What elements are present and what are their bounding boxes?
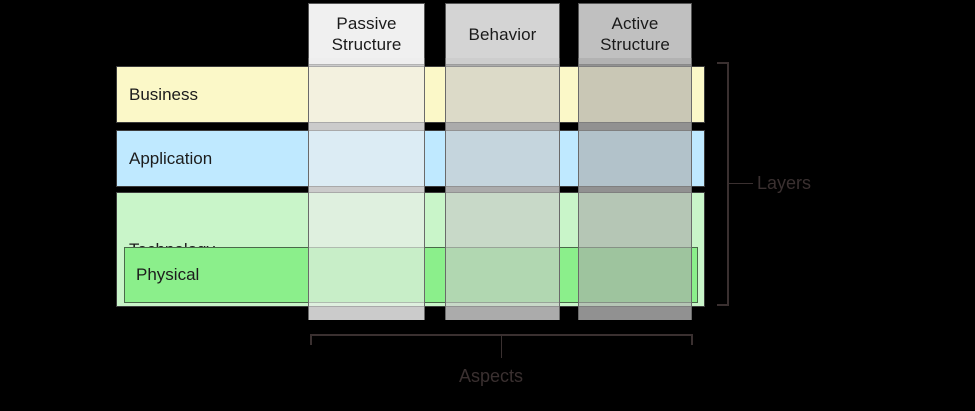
column-header-line1: Active [611,14,659,33]
column-header-line2: Structure [331,35,402,54]
aspects-bracket-right-arm [691,334,693,345]
aspect-band-overlay-passive-structure [308,58,425,320]
aspects-bracket-left-arm [310,334,312,345]
layers-bracket-top-arm [717,62,727,64]
column-header-active-structure[interactable]: Active Structure [578,3,692,65]
column-header-line1: Behavior [468,24,537,44]
layers-bracket-tick [729,183,753,184]
aspects-bracket-label: Aspects [459,366,524,386]
aspects-bracket-tick [501,336,502,358]
column-header-line1: Passive [336,14,397,33]
column-header-passive-structure[interactable]: Passive Structure [308,3,425,65]
aspects-bracket-spine [310,334,693,336]
layer-label-business: Business [129,85,198,104]
aspect-band-overlay-behavior [445,58,560,320]
layers-bracket-bottom-arm [717,304,727,306]
layer-label-application: Application [129,149,213,168]
column-header-behavior[interactable]: Behavior [445,3,560,65]
layer-label-physical: Physical [136,265,200,284]
layers-bracket-label: Layers [757,173,812,193]
column-header-line2: Structure [600,35,670,54]
aspect-band-overlay-active-structure [578,58,692,320]
layers-bracket-spine [727,62,729,306]
